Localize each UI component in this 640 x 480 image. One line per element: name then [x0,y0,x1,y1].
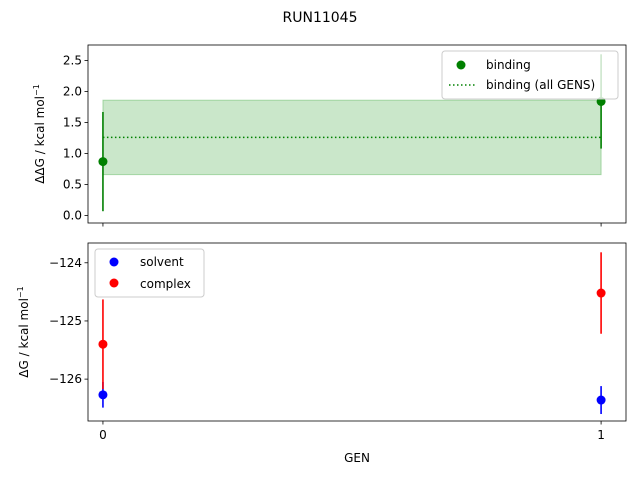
complex-point-0 [98,339,108,349]
free-energy-y-ticks: −124 −125 −126 [49,256,88,386]
x-tick-label-1: 1 [597,428,605,442]
binding-y-tick-label-0: 0.0 [63,209,82,223]
free-energy-axes-frame [87,242,627,422]
complex-point-1 [596,288,606,298]
binding-legend: binding binding (all GENS) [441,50,619,100]
legend-solvent-marker [109,257,119,267]
legend-binding-all-gens-label: binding (all GENS) [486,78,595,92]
legend-complex-marker [109,278,119,288]
free-energy-y-tick-label-1: −125 [49,314,82,328]
binding-x-ticks [102,223,602,227]
free-energy-y-tick-label-2: −126 [49,372,82,386]
free-energy-y-axis-label-sup: −1 [16,286,25,298]
legend-binding-marker [456,60,466,70]
legend-solvent-label: solvent [140,255,184,269]
binding-point-0 [98,157,108,167]
binding-y-tick-label-5: 2.5 [63,54,82,68]
binding-y-ticks: 0.0 0.5 1.0 1.5 2.0 2.5 [63,54,88,223]
binding-axes-frame [87,44,627,224]
binding-y-axis-label-main: ΔΔG / kcal mol [33,96,47,184]
binding-y-tick-label-3: 1.5 [63,116,82,130]
x-axis-label: GEN [344,451,370,465]
binding-y-axis-label-sup: −1 [32,84,41,96]
binding-panel: 0.0 0.5 1.0 1.5 2.0 2.5 ΔΔG / kcal mol−1 bind… [32,44,627,227]
free-energy-points [98,288,606,405]
chart-title: RUN11045 [283,10,358,26]
solvent-point-0 [98,390,108,400]
binding-y-tick-label-4: 2.0 [63,85,82,99]
solvent-point-1 [596,395,606,405]
free-energy-legend: solvent complex [94,248,205,298]
legend-complex-label: complex [140,277,191,291]
binding-y-axis-label: ΔΔG / kcal mol−1 [32,84,47,184]
legend-binding-label: binding [486,58,531,72]
binding-legend-box [441,50,619,100]
free-energy-legend-box [94,248,205,298]
free-energy-y-tick-label-0: −124 [49,256,82,270]
free-energy-y-axis-label-main: ΔG / kcal mol [17,298,31,378]
binding-y-tick-label-2: 1.0 [63,147,82,161]
free-energy-y-axis-label: ΔG / kcal mol−1 [16,286,31,377]
binding-y-tick-label-1: 0.5 [63,178,82,192]
x-tick-label-0: 0 [99,428,107,442]
